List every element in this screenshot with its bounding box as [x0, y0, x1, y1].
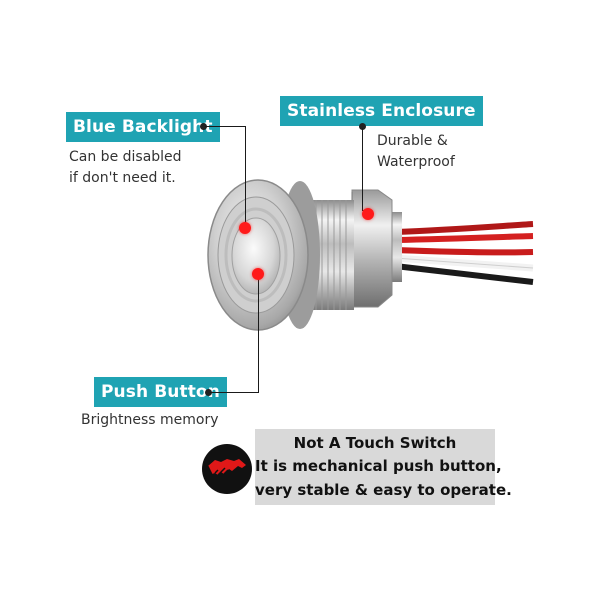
blue-backlight-desc-2: if don't need it. [69, 170, 176, 186]
wire-bundle [394, 221, 534, 285]
push-button-label: Push Button [94, 377, 227, 407]
push-button-leader-v [258, 278, 259, 393]
blue-backlight-leader-h [205, 126, 246, 127]
blue-backlight-leader-dot [200, 123, 207, 130]
push-button-leader-h [210, 392, 259, 393]
blue-backlight-label: Blue Backlight [66, 112, 220, 142]
notice-line-2: very stable & easy to operate. [255, 481, 512, 499]
stainless-enclosure-desc-2: Waterproof [377, 154, 455, 170]
blue-backlight-leader-v [245, 126, 246, 226]
stainless-enclosure-desc-1: Durable & [377, 133, 448, 149]
blue-backlight-hotspot [239, 222, 251, 234]
notice-title: Not A Touch Switch [293, 434, 457, 452]
push-button-hotspot [252, 268, 264, 280]
stainless-enclosure-hotspot [362, 208, 374, 220]
push-button-desc: Brightness memory [81, 412, 219, 428]
not-touch-switch-notice: Not A Touch Switch It is mechanical push… [255, 429, 512, 505]
handshake-badge [202, 444, 252, 494]
stainless-enclosure-leader-dot [359, 123, 366, 130]
stainless-enclosure-label: Stainless Enclosure [280, 96, 483, 126]
handshake-icon [207, 459, 246, 476]
push-button-leader-dot [205, 389, 212, 396]
notice-line-1: It is mechanical push button, [255, 457, 502, 475]
stainless-enclosure-leader-v [362, 128, 363, 211]
blue-backlight-desc-1: Can be disabled [69, 149, 182, 165]
